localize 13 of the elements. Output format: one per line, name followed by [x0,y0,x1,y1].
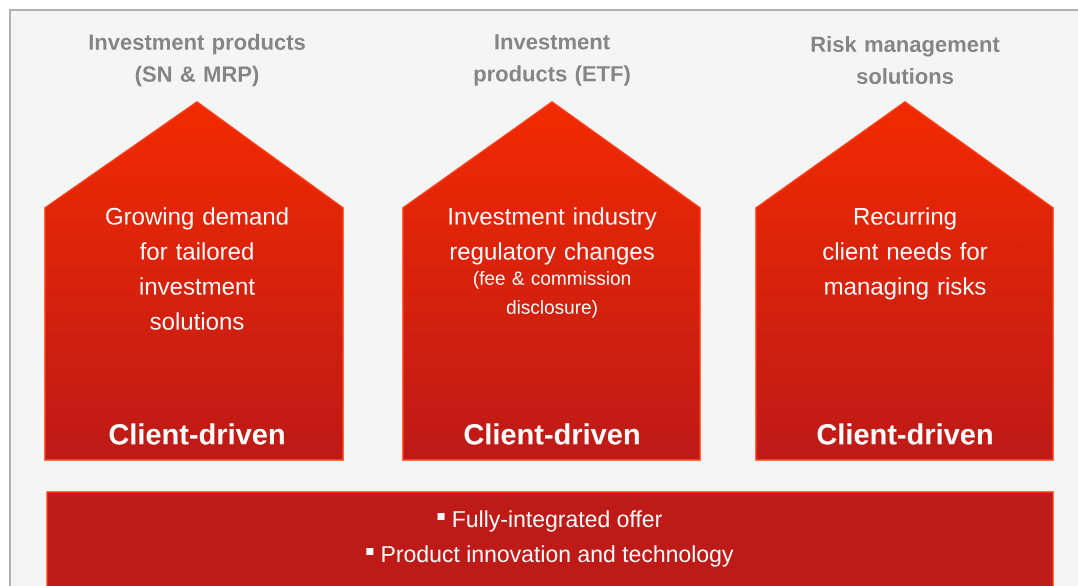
banner-box [46,491,1054,586]
footer-label: Client-driven [109,423,284,445]
footer-label: Client-driven [464,423,639,445]
bullet-item: Fully-integrated offer [437,510,662,532]
footer-label: Client-driven [817,423,992,445]
section-heading: Investment products (SN & MRP) [89,33,305,87]
bullet-item: Product innovation and technology [366,545,734,567]
section-heading: Risk management solutions [811,35,1000,85]
body-text: Recurring client needs for managing risks [823,207,988,300]
body-text: Investment industry regulatory changes [449,207,657,265]
body-text: Growing demand for tailored investment solutions [106,207,288,330]
note-text: (fee & commission disclosure) [474,270,630,318]
section-heading: Investment products (ETF) [474,34,630,86]
